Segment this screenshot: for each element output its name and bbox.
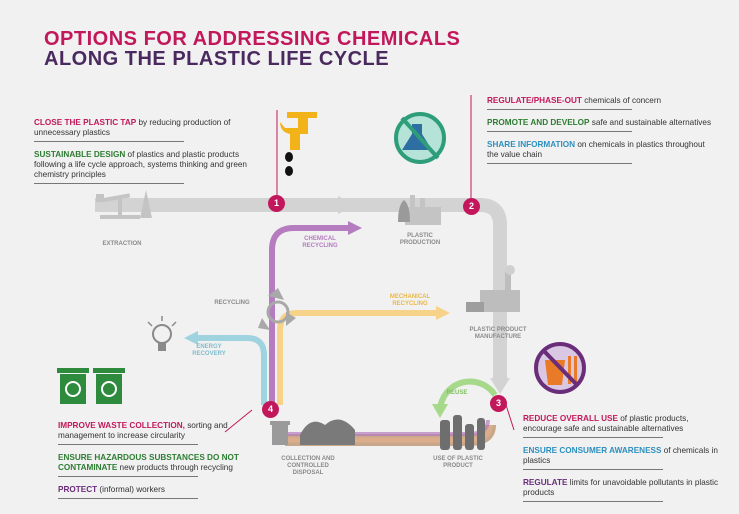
label-plastic-production: PLASTIC PRODUCTION: [399, 233, 441, 246]
stage-4-text: IMPROVE WASTE COLLECTION, sorting and ma…: [58, 421, 258, 507]
stage-2-badge: 2: [463, 198, 480, 215]
bag-food-icon: [534, 342, 586, 394]
stage-1-item-2-bold: SUSTAINABLE DESIGN: [34, 150, 126, 159]
stage-2-text: REGULATE/PHASE-OUT chemicals of concern …: [487, 96, 717, 172]
stage-1-item-1: CLOSE THE PLASTIC TAP by reducing produc…: [34, 118, 254, 138]
chemical-recycling-flow: [269, 225, 350, 405]
factory-icon: [398, 195, 441, 225]
stage-3-item-1: REDUCE OVERALL USE of plastic products, …: [523, 414, 723, 434]
stage-2-item-1: REGULATE/PHASE-OUT chemicals of concern: [487, 96, 717, 106]
stage-1-item-2-text: of plastics and plastic products followi…: [34, 150, 247, 179]
collection-icon: [270, 419, 355, 445]
label-use: USE OF PLASTIC PRODUCT: [433, 456, 483, 469]
divider: [487, 163, 632, 164]
stage-2-item-2-text: safe and sustainable alternatives: [589, 118, 712, 127]
bottles-icon: [440, 415, 485, 450]
stage-3-item-2-text: of chemicals in plastics: [523, 446, 718, 465]
recycle-icon: [258, 288, 296, 330]
connector-4: [224, 409, 253, 433]
stage-4-item-2: ENSURE HAZARDOUS SUBSTANCES DO NOT CONTA…: [58, 453, 258, 473]
tap-icon: [280, 112, 317, 176]
manufacture-factory-icon: [466, 265, 520, 312]
flow-arrow-down: [490, 378, 510, 394]
stage-1-text: CLOSE THE PLASTIC TAP by reducing produc…: [34, 118, 254, 192]
main-flow-top: [95, 198, 507, 380]
flow-arrow-top: [338, 196, 356, 214]
stage-4-item-1-text: sorting and management to increase circu…: [58, 421, 228, 440]
divider: [523, 437, 663, 438]
bulb-icon: [147, 316, 177, 351]
divider: [487, 109, 632, 110]
stage-3-text: REDUCE OVERALL USE of plastic products, …: [523, 414, 723, 510]
stage-2-item-3-text: on chemicals in plastics throughout the …: [487, 140, 705, 159]
label-mechanical-recycling: MECHANICAL RECYCLING: [389, 294, 431, 307]
label-chemical-recycling: CHEMICAL RECYCLING: [302, 236, 338, 249]
label-extraction: EXTRACTION: [102, 241, 142, 247]
title-line-1: OPTIONS FOR ADDRESSING CHEMICALS: [44, 28, 461, 50]
stage-3-item-1-text: of plastic products, encourage safe and …: [523, 414, 689, 433]
divider: [34, 183, 184, 184]
energy-recovery-flow: [196, 335, 267, 405]
stage-4-badge: 4: [262, 401, 279, 418]
label-recycling: RECYCLING: [214, 300, 250, 306]
stage-3-item-2: ENSURE CONSUMER AWARENESS of chemicals i…: [523, 446, 723, 466]
label-plastic-product-manufacture: PLASTIC PRODUCT MANUFACTURE: [469, 327, 527, 340]
divider: [523, 469, 663, 470]
stage-2-item-3-bold: SHARE INFORMATION: [487, 140, 576, 149]
stage-4-item-3-text: (informal) workers: [97, 485, 165, 494]
divider: [58, 498, 198, 499]
stage-1-item-1-text: by reducing production of unnecessary pl…: [34, 118, 231, 137]
divider: [523, 501, 663, 502]
stage-1-badge: 1: [268, 195, 285, 212]
stage-2-item-1-bold: REGULATE/PHASE-OUT: [487, 96, 582, 105]
stage-3-badge: 3: [490, 395, 507, 412]
stage-1-item-2: SUSTAINABLE DESIGN of plastics and plast…: [34, 150, 254, 180]
stage-2-item-2-bold: PROMOTE AND DEVELOP: [487, 118, 590, 127]
label-energy-recovery: ENERGY RECOVERY: [192, 344, 226, 357]
label-reuse: REUSE: [446, 390, 468, 396]
mechanical-recycling-flow: [277, 310, 438, 405]
title-line-2: ALONG THE PLASTIC LIFE CYCLE: [44, 48, 390, 70]
stage-4-item-1: IMPROVE WASTE COLLECTION, sorting and ma…: [58, 421, 258, 441]
stage-2-item-1-text: chemicals of concern: [581, 96, 662, 105]
stage-1-item-1-bold: CLOSE THE PLASTIC TAP: [34, 118, 137, 127]
stage-4-item-3: PROTECT (informal) workers: [58, 485, 258, 495]
stage-3-item-3-bold: REGULATE: [523, 478, 568, 487]
stage-2-item-2: PROMOTE AND DEVELOP safe and sustainable…: [487, 118, 717, 128]
stage-3-item-2-bold: ENSURE CONSUMER AWARENESS: [523, 446, 662, 455]
stage-4-item-2-bold: ENSURE HAZARDOUS SUBSTANCES DO NOT CONTA…: [58, 453, 239, 472]
connector-3: [505, 404, 515, 431]
pumpjack-icon: [96, 190, 152, 219]
divider: [58, 444, 198, 445]
stage-3-item-3: REGULATE limits for unavoidable pollutan…: [523, 478, 723, 498]
stage-3-item-1-bold: REDUCE OVERALL USE: [523, 414, 618, 423]
reuse-flow: [437, 378, 498, 411]
stage-4-item-2-text: new products through recycling: [117, 463, 233, 472]
label-collection: COLLECTION AND CONTROLLED DISPOSAL: [281, 456, 335, 476]
divider: [487, 131, 632, 132]
flask-icon: [394, 112, 446, 164]
divider: [34, 141, 184, 142]
divider: [58, 476, 198, 477]
stage-2-item-3: SHARE INFORMATION on chemicals in plasti…: [487, 140, 717, 160]
stage-3-item-3-text: limits for unavoidable pollutants in pla…: [523, 478, 719, 497]
bin-icon: [57, 368, 125, 404]
stage-4-item-1-bold: IMPROVE WASTE COLLECTION,: [58, 421, 185, 430]
stage-4-item-3-bold: PROTECT: [58, 485, 98, 494]
